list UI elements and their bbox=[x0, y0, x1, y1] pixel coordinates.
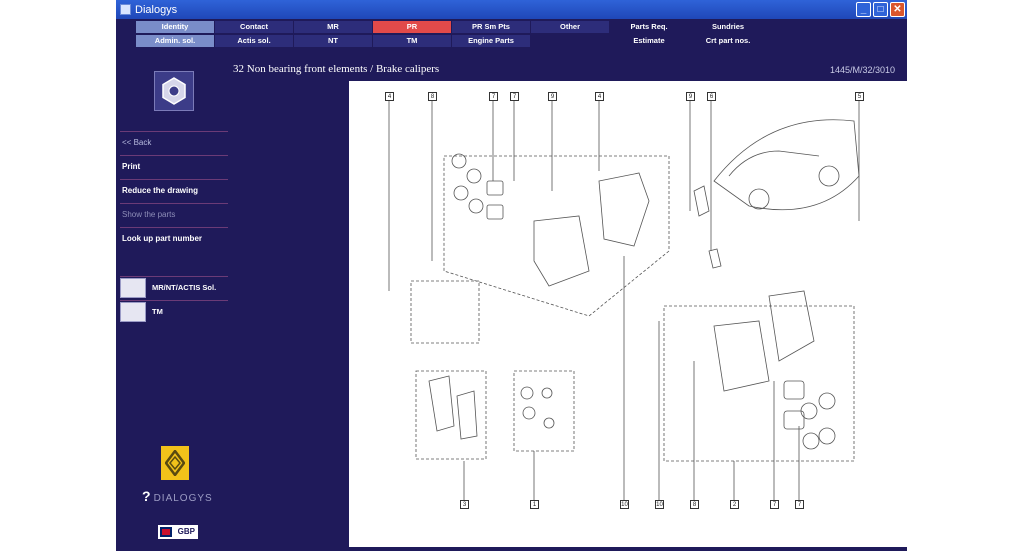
document-thumbnail-icon bbox=[120, 301, 146, 322]
part-tag[interactable]: 5 bbox=[855, 92, 864, 101]
dialogys-window: Dialogys _ □ ✕ Identity Contact MR PR PR… bbox=[116, 0, 907, 551]
menu-engine-parts[interactable]: Engine Parts bbox=[452, 35, 530, 47]
part-tag[interactable]: 7 bbox=[510, 92, 519, 101]
maximize-button[interactable]: □ bbox=[873, 2, 888, 17]
window-title: Dialogys bbox=[135, 3, 178, 16]
menu-parts-req[interactable]: Parts Req. bbox=[630, 22, 668, 31]
show-parts-link: Show the parts bbox=[120, 203, 228, 226]
hex-nut-icon bbox=[162, 77, 186, 105]
menu-mr[interactable]: MR bbox=[294, 21, 372, 33]
menu-empty bbox=[531, 35, 609, 47]
menu-crt-part-nos[interactable]: Crt part nos. bbox=[705, 36, 751, 45]
doc-tm[interactable]: TM bbox=[120, 300, 228, 322]
language-selector[interactable]: GBP bbox=[158, 525, 198, 539]
document-thumbnail-icon bbox=[120, 277, 146, 298]
menu-estimate[interactable]: Estimate bbox=[633, 36, 665, 45]
title-bar: Dialogys _ □ ✕ bbox=[116, 0, 907, 19]
part-tag[interactable]: 9 bbox=[548, 92, 557, 101]
menu-pr-sm-pts[interactable]: PR Sm Pts bbox=[452, 21, 530, 33]
part-tag[interactable]: 10 bbox=[655, 500, 664, 509]
menu-admin-sol[interactable]: Admin. sol. bbox=[136, 35, 214, 47]
back-link[interactable]: << Back bbox=[120, 131, 228, 154]
app-icon bbox=[120, 4, 131, 15]
part-tag[interactable]: 2 bbox=[730, 500, 739, 509]
part-tag[interactable]: 7 bbox=[770, 500, 779, 509]
menu-pr[interactable]: PR bbox=[373, 21, 451, 33]
menu-row-2: Admin. sol. Actis sol. NT TM Engine Part… bbox=[136, 35, 786, 47]
minimize-button[interactable]: _ bbox=[856, 2, 871, 17]
reduce-drawing-link[interactable]: Reduce the drawing bbox=[120, 179, 228, 202]
parts-view-button[interactable] bbox=[154, 71, 194, 111]
doc-label: MR/NT/ACTIS Sol. bbox=[152, 283, 217, 292]
menu-tm[interactable]: TM bbox=[373, 35, 451, 47]
menu-contact[interactable]: Contact bbox=[215, 21, 293, 33]
doc-mr-actis[interactable]: MR/NT/ACTIS Sol. bbox=[120, 276, 228, 298]
renault-diamond-icon bbox=[165, 450, 185, 476]
part-tag[interactable]: 4 bbox=[385, 92, 394, 101]
dialogys-logo: ?DIALOGYS bbox=[142, 488, 213, 504]
menu-other[interactable]: Other bbox=[531, 21, 609, 33]
part-tag[interactable]: 7 bbox=[489, 92, 498, 101]
renault-logo bbox=[161, 446, 189, 480]
part-tag[interactable]: 7 bbox=[795, 500, 804, 509]
part-tag[interactable]: 8 bbox=[428, 92, 437, 101]
brake-caliper-diagram bbox=[388, 96, 860, 501]
top-menu: Identity Contact MR PR PR Sm Pts Other P… bbox=[136, 21, 786, 49]
part-tag[interactable]: 8 bbox=[690, 500, 699, 509]
page-subtitle: 32 Non bearing front elements / Brake ca… bbox=[233, 63, 440, 75]
language-code: GBP bbox=[177, 527, 195, 536]
brand-name: DIALOGYS bbox=[153, 493, 213, 504]
part-tag[interactable]: 6 bbox=[707, 92, 716, 101]
part-tag[interactable]: 3 bbox=[460, 500, 469, 509]
question-mark-icon: ? bbox=[142, 488, 152, 504]
menu-actis-sol[interactable]: Actis sol. bbox=[215, 35, 293, 47]
sidebar: << Back Print Reduce the drawing Show th… bbox=[116, 58, 230, 551]
part-tag[interactable]: 10 bbox=[620, 500, 629, 509]
close-button[interactable]: ✕ bbox=[890, 2, 905, 17]
menu-nt[interactable]: NT bbox=[294, 35, 372, 47]
menu-identity[interactable]: Identity bbox=[136, 21, 214, 33]
exploded-parts-drawing[interactable]: 4 8 7 7 9 4 9 6 5 3 1 10 10 8 2 7 7 bbox=[349, 81, 907, 547]
doc-label: TM bbox=[152, 307, 163, 316]
part-tag[interactable]: 9 bbox=[686, 92, 695, 101]
uk-flag-icon bbox=[160, 527, 172, 537]
look-up-part-link[interactable]: Look up part number bbox=[120, 227, 228, 250]
menu-sundries[interactable]: Sundries bbox=[711, 22, 745, 31]
menu-row-1: Identity Contact MR PR PR Sm Pts Other P… bbox=[136, 21, 786, 33]
print-link[interactable]: Print bbox=[120, 155, 228, 178]
reference-code: 1445/M/32/3010 bbox=[829, 65, 895, 75]
part-tag[interactable]: 1 bbox=[530, 500, 539, 509]
part-tag[interactable]: 4 bbox=[595, 92, 604, 101]
